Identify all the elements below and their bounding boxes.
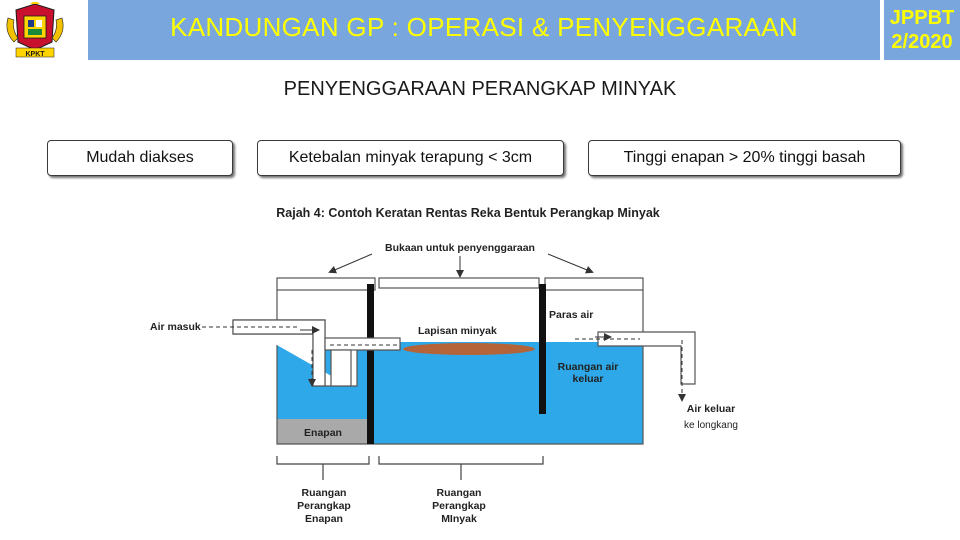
baffle-right [539, 284, 546, 414]
sed-space-label-2: Perangkap [297, 500, 351, 512]
oil-layer-label: Lapisan minyak [418, 325, 497, 337]
lid-right [544, 277, 644, 291]
oil-space-brace [378, 456, 544, 480]
sediment-label: Enapan [304, 427, 342, 439]
baffle-left [367, 284, 374, 444]
opening-label: Bukaan untuk penyenggaraan [385, 242, 535, 254]
outlet-pipe [597, 331, 696, 385]
sed-space-label-3: Enapan [305, 513, 343, 525]
badge-line-2: 2/2020 [891, 31, 953, 53]
outlet-space-label-1: Ruangan air [558, 361, 619, 373]
criteria-box-oil-thickness: Ketebalan minyak terapung < 3cm [257, 140, 564, 176]
criteria-box-sediment-height: Tinggi enapan > 20% tinggi basah [588, 140, 901, 176]
title-bar: KANDUNGAN GP : OPERASI & PENYENGGARAAN [88, 0, 880, 60]
section-subtitle: PENYENGGARAAN PERANGKAP MINYAK [283, 78, 677, 100]
oil-space-label-1: Ruangan [437, 487, 482, 499]
inlet-label: Air masuk [150, 321, 201, 333]
sed-space-label-1: Ruangan [302, 487, 347, 499]
lid-left [276, 277, 376, 291]
doc-badge: JPPBT 2/2020 [884, 0, 960, 60]
oil-space-label-2: Perangkap [432, 500, 486, 512]
sediment-space-brace [276, 456, 370, 480]
outlet-label-2: ke longkang [684, 420, 738, 431]
sediment-layer [277, 419, 369, 444]
oil-space-label-3: MInyak [441, 513, 477, 525]
diagram-caption: Rajah 4: Contoh Keratan Rentas Reka Bent… [276, 206, 659, 220]
outlet-label-1: Air keluar [687, 403, 735, 415]
lid-middle [378, 277, 540, 289]
criteria-box-access: Mudah diakses [47, 140, 233, 176]
logo-text: KPKT [25, 51, 45, 58]
page-title: KANDUNGAN GP : OPERASI & PENYENGGARAAN [170, 12, 798, 42]
water-level-label: Paras air [549, 309, 593, 321]
outlet-space-label-2: keluar [573, 373, 604, 385]
header: KPKT KANDUNGAN GP : OPERASI & PENYENGGAR… [0, 0, 960, 60]
oil-layer [403, 343, 535, 355]
tank-wall [276, 290, 644, 445]
coat-of-arms-logo: KPKT [6, 2, 64, 58]
badge-line-1: JPPBT [889, 7, 955, 29]
